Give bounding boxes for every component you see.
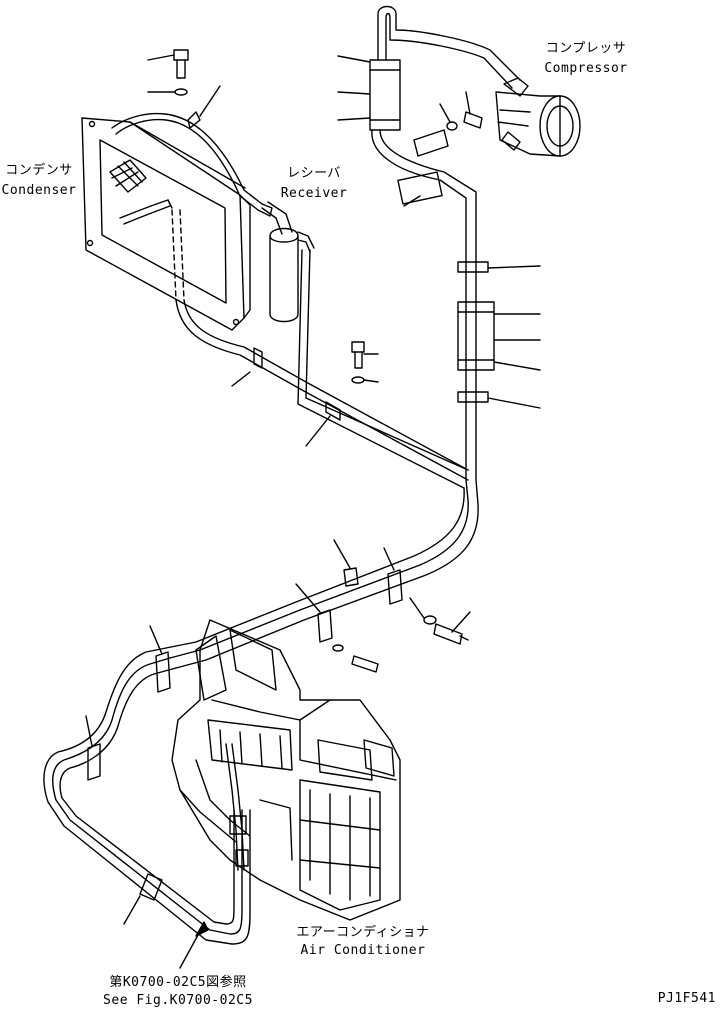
air-conditioner-label-en: Air Conditioner [300, 943, 426, 958]
reference-label-jp: 第K0700-02C5図参照 [109, 975, 247, 990]
sleeve-lower [457, 301, 541, 371]
compressor-unit [495, 77, 581, 157]
washer-compressor [439, 103, 458, 131]
reference-label-en: See Fig.K0700-02C5 [103, 993, 253, 1008]
main-down-pipes [165, 479, 479, 669]
bolt-receiver [351, 341, 379, 369]
clamp-right-1 [457, 261, 541, 273]
clamp-right-2 [457, 391, 541, 409]
bolt-lower-right [433, 611, 471, 645]
sleeve-upper [337, 55, 401, 131]
condenser-upper-hose [111, 112, 273, 217]
condenser-unit [81, 117, 251, 331]
left-loop-pipes [43, 647, 251, 945]
condenser-label-jp: コンデンサ [5, 163, 73, 178]
receiver-unit [261, 201, 315, 323]
bracket-upper [397, 129, 449, 207]
compressor-pipes [371, 5, 521, 481]
condenser-lower-hose [175, 299, 469, 481]
compressor-label-jp: コンプレッサ [545, 41, 627, 56]
bolt-lower-center [332, 644, 379, 673]
condenser-label-en: Condenser [1, 183, 77, 198]
clamp-center-mid [305, 401, 341, 447]
clamp-left-bottom [123, 873, 163, 925]
receiver-label-en: Receiver [280, 186, 348, 201]
clamp-left-middle [85, 715, 101, 781]
bolt-condenser [147, 49, 189, 79]
clamp-lower-1 [383, 547, 403, 605]
washer-lower-right [409, 597, 437, 625]
bolt-compressor [463, 91, 483, 129]
air-conditioner-unit [171, 619, 401, 921]
reference-arrow [179, 921, 209, 969]
washer-condenser [147, 88, 188, 96]
receiver-outlet-pipe [297, 249, 469, 489]
compressor-label-en: Compressor [544, 61, 628, 76]
receiver-label-jp: レシーバ [287, 166, 341, 181]
drawing-id: PJ1F541 [657, 991, 716, 1006]
clamp-left-top [149, 625, 171, 693]
clamp-left-mid [231, 347, 263, 387]
spacer-block [333, 539, 359, 587]
clamp-lower-2 [295, 583, 333, 643]
washer-receiver [351, 376, 379, 384]
air-conditioner-label-jp: エアーコンディショナ [296, 925, 430, 940]
